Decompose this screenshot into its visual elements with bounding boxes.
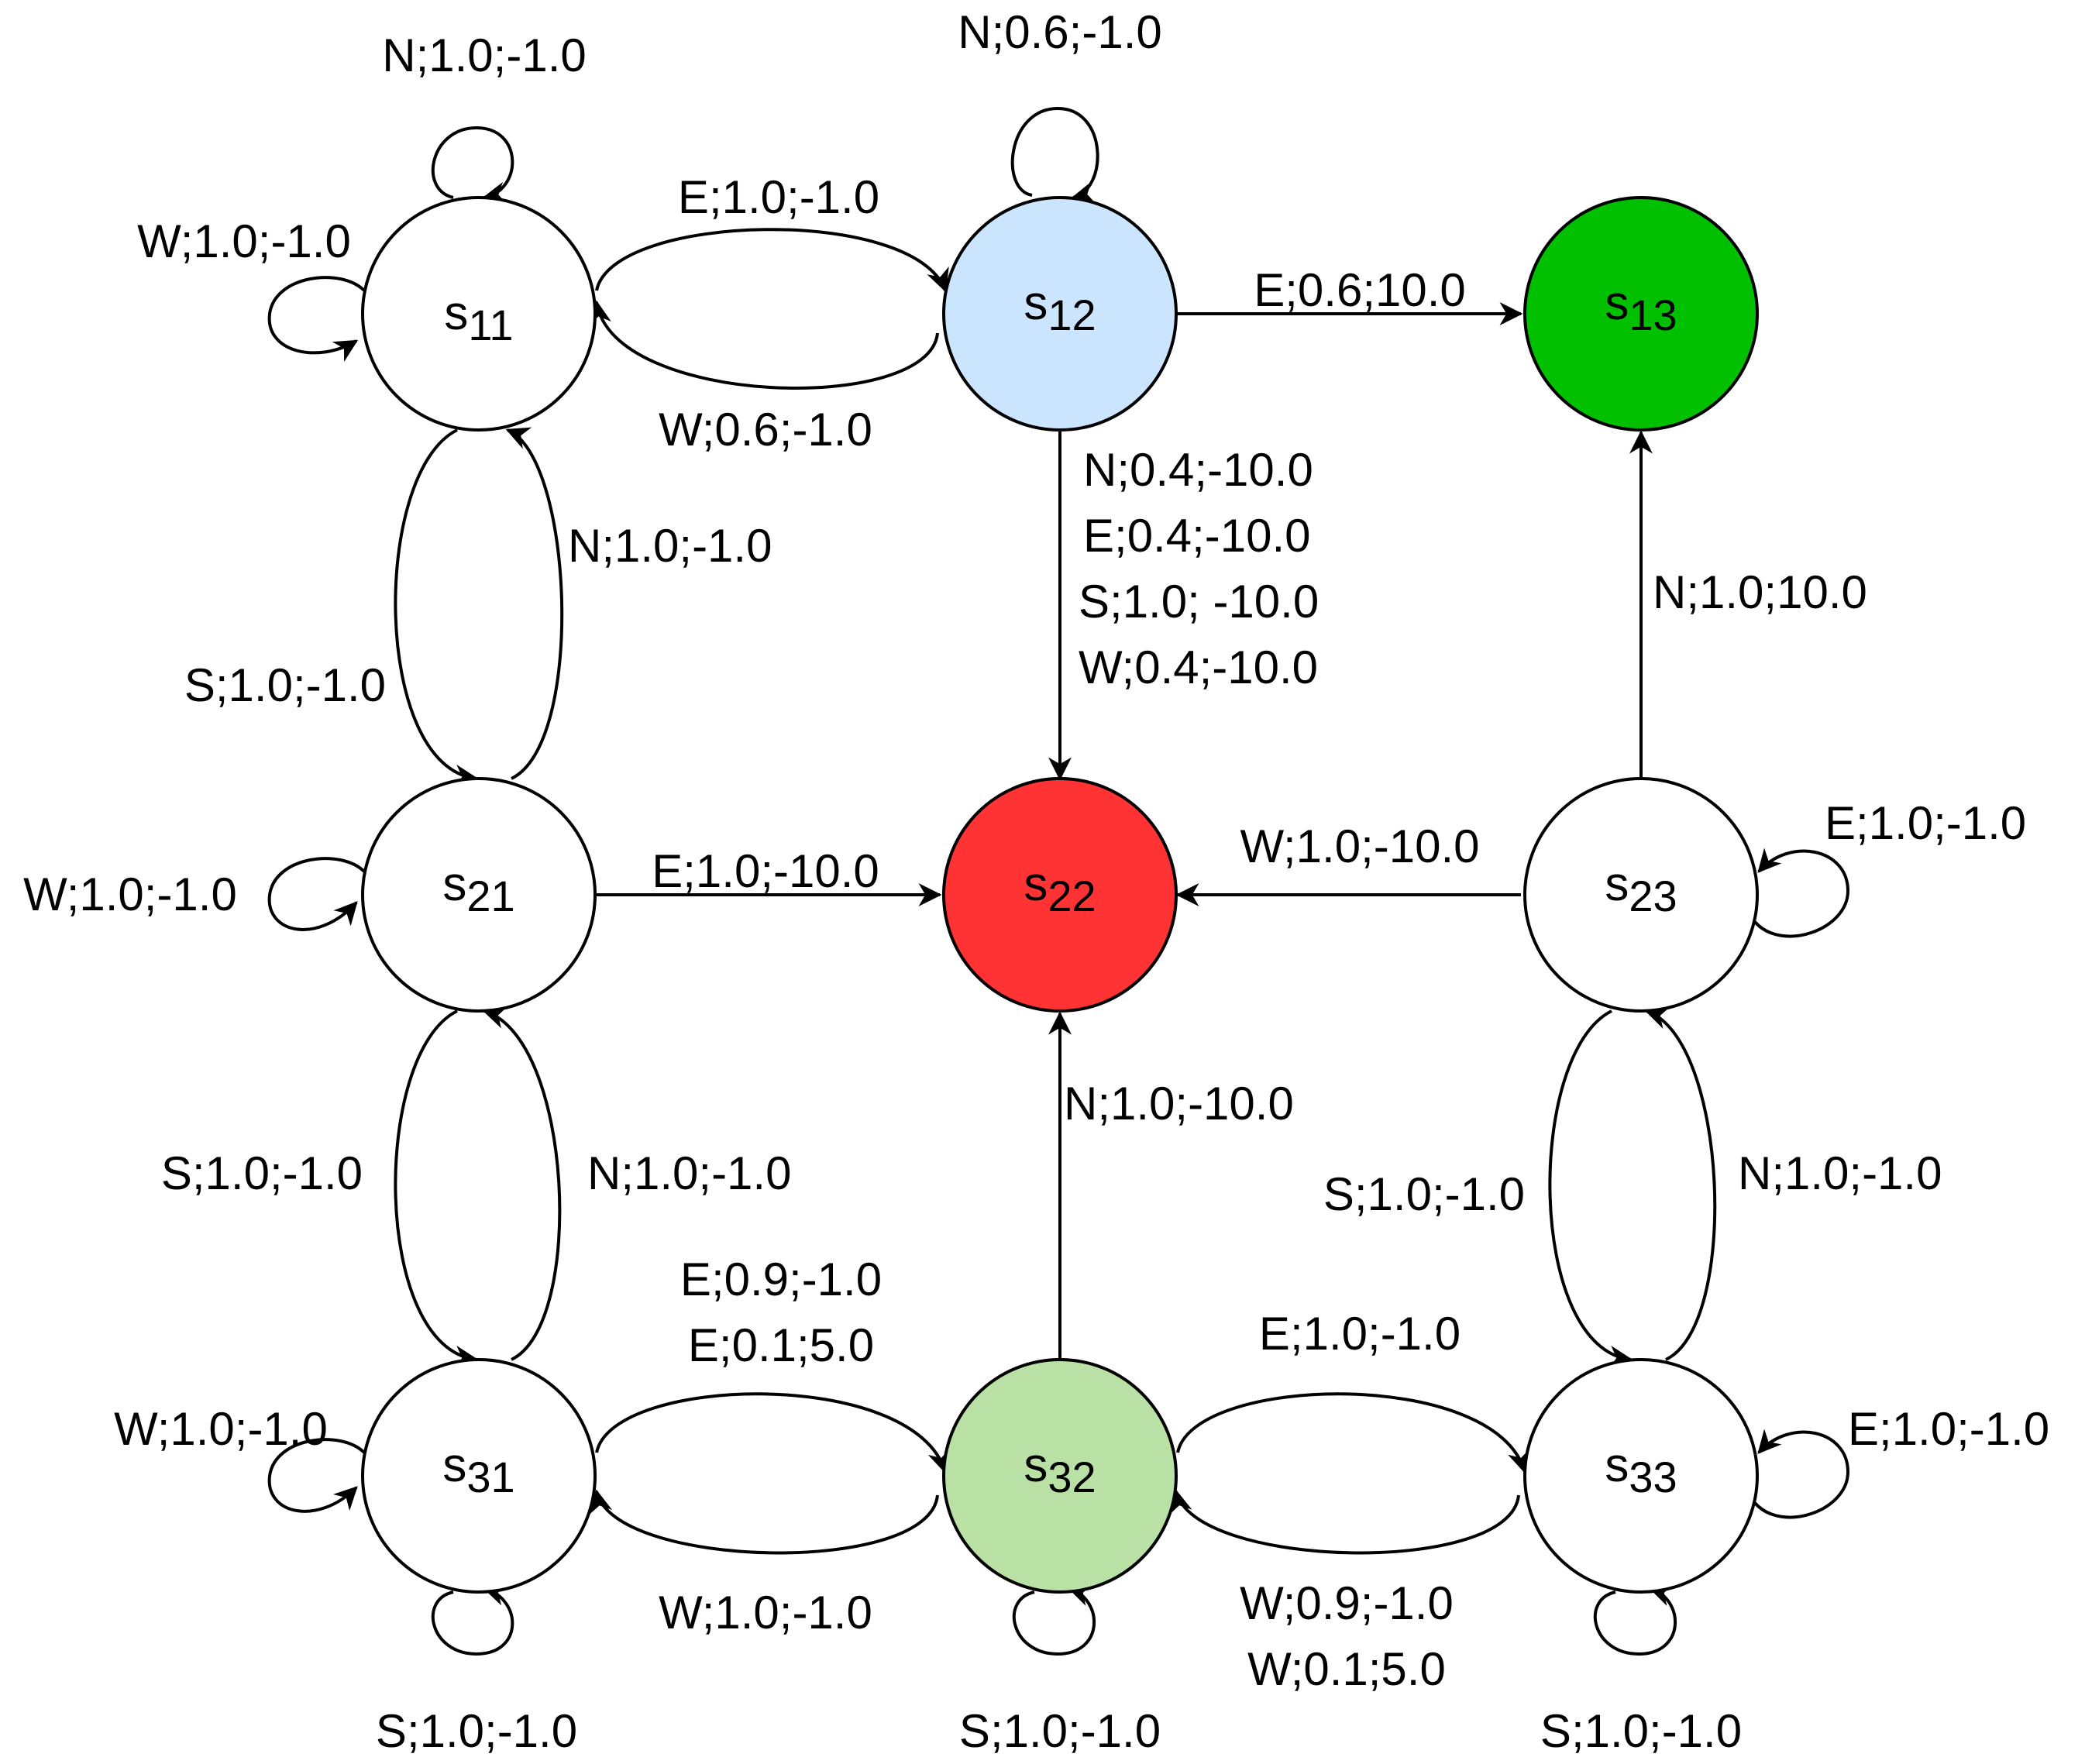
node-s33-circle[interactable] [1523,1358,1759,1594]
node-s11-circle[interactable] [361,196,597,432]
label-s11-s12-e: E;1.0;-1.0 [678,171,879,223]
label-s33-s32-2: W;0.1;5.0 [1247,1643,1446,1695]
edge-s33-self-e [1753,1429,1850,1519]
node-s33[interactable]: s33 [1523,1358,1759,1594]
label-s33-self-e: E;1.0;-1.0 [1848,1403,2049,1455]
label-s12-s13-e: E;0.6;10.0 [1254,264,1466,316]
label-s23-self-e: E;1.0;-1.0 [1825,797,2026,849]
node-s31-label: s31 [442,1439,514,1501]
node-s22-circle[interactable] [942,777,1178,1013]
edge-s32-s33-e [1176,1392,1530,1474]
label-s32-self-s: S;1.0;-1.0 [959,1705,1161,1757]
node-s13-label: s13 [1605,277,1677,339]
edge-s11-self-w [267,276,366,362]
label-s12-s22-3: S;1.0; -10.0 [1079,576,1319,628]
node-s12[interactable]: s12 [942,196,1178,432]
node-s32-circle[interactable] [942,1358,1178,1594]
edge-s31-s21-n [482,1006,562,1361]
node-s12-circle[interactable] [942,196,1178,432]
edge-s31-self-s [432,1583,514,1656]
edge-s11-s21-s [394,428,479,788]
edge-s33-self-s [1594,1583,1677,1656]
label-s32-s33-e: E;1.0;-1.0 [1259,1308,1461,1360]
label-s12-self-n: N;0.6;-1.0 [958,6,1161,58]
label-s23-s33-s: S;1.0;-1.0 [1323,1168,1525,1220]
node-s21-label: s21 [442,858,514,920]
node-s31[interactable]: s31 [361,1358,597,1594]
node-s11-label: s11 [444,287,513,349]
label-s21-self-w: W;1.0;-1.0 [23,868,237,920]
node-s21[interactable]: s21 [361,777,597,1013]
edge-s32-self-s [1013,1583,1096,1656]
label-s33-s23-n: N;1.0;-1.0 [1738,1147,1942,1199]
label-s11-self-w: W;1.0;-1.0 [137,215,351,267]
edge-s12-s11-w [588,300,939,390]
label-s21-s31-s: S;1.0;-1.0 [161,1147,363,1199]
nodes: s11 s12 s13 s21 s22 s23 s31 s32 [361,196,1759,1594]
edge-s31-s32-e [595,1392,951,1474]
edge-s11-s12-e [595,228,949,293]
node-s32-label: s32 [1024,1439,1096,1501]
edge-s21-s31-s [394,1009,479,1369]
node-s11[interactable]: s11 [361,196,597,432]
label-s21-s22-e: E;1.0;-10.0 [652,845,879,897]
label-s31-self-s: S;1.0;-1.0 [376,1705,577,1757]
edge-s12-self-n [1010,106,1099,205]
edge-s21-self-w [267,857,366,931]
node-s22[interactable]: s22 [942,777,1178,1013]
label-s12-s22-2: E;0.4;-10.0 [1083,510,1311,562]
label-s31-s32-2: E;0.1;5.0 [688,1319,874,1371]
label-s11-self-n: N;1.0;-1.0 [382,29,586,81]
label-s31-s21-n: N;1.0;-1.0 [587,1147,791,1199]
node-s23-label: s23 [1605,858,1677,920]
edge-s33-s23-n [1644,1006,1717,1361]
node-s31-circle[interactable] [361,1358,597,1594]
label-s33-self-s: S;1.0;-1.0 [1540,1705,1742,1757]
label-s32-s22-n: N;1.0;-10.0 [1064,1078,1294,1130]
edge-s11-self-n [432,126,514,205]
node-s22-label: s22 [1024,858,1096,920]
label-s12-s11-w: W;0.6;-1.0 [659,404,872,456]
node-s21-circle[interactable] [361,777,597,1013]
label-s23-s22-w: W;1.0;-10.0 [1240,820,1479,872]
node-s32[interactable]: s32 [942,1358,1178,1594]
node-s23[interactable]: s23 [1523,777,1759,1013]
label-s31-s32-1: E;0.9;-1.0 [680,1253,882,1305]
edge-labels: N;1.0;-1.0 W;1.0;-1.0 E;1.0;-1.0 W;0.6;-… [23,6,2049,1757]
node-s33-label: s33 [1605,1439,1677,1501]
label-s11-s21-s: S;1.0;-1.0 [184,659,386,711]
label-s21-s11-n: N;1.0;-1.0 [568,520,772,572]
label-s33-s32-1: W;0.9;-1.0 [1240,1577,1454,1629]
edge-s33-s32-w [1169,1489,1520,1555]
edges [267,106,1850,1656]
node-s13-circle[interactable] [1523,196,1759,432]
edge-s31-self-w [267,1438,366,1513]
edge-s23-self-e [1753,848,1850,938]
edge-s23-s33-s [1548,1009,1633,1369]
label-s32-s31-w: W;1.0;-1.0 [659,1587,872,1638]
node-s13[interactable]: s13 [1523,196,1759,432]
label-s31-self-w: W;1.0;-1.0 [114,1403,328,1455]
node-s12-label: s12 [1024,277,1096,339]
node-s23-circle[interactable] [1523,777,1759,1013]
edge-s32-s31-w [589,1489,939,1555]
label-s12-s22-1: N;0.4;-10.0 [1083,444,1313,496]
edge-s21-s11-n [505,427,564,780]
label-s12-s22-4: W;0.4;-10.0 [1079,641,1318,693]
label-s23-s13-n: N;1.0;10.0 [1653,566,1867,618]
